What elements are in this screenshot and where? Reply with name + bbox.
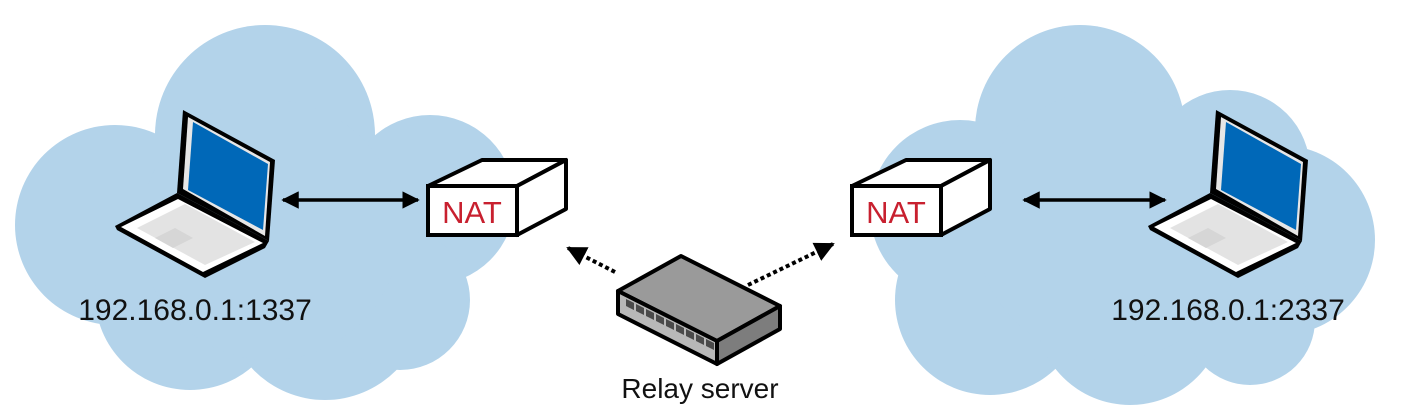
nat-label: NAT	[866, 195, 926, 230]
relay-port	[706, 339, 714, 350]
relay-port	[656, 314, 664, 325]
relay-server-label: Relay server	[621, 373, 778, 404]
relay-port	[626, 299, 634, 310]
relay-port	[636, 304, 644, 315]
left-nat-device: NAT	[426, 158, 568, 237]
relay-port	[646, 309, 654, 320]
relay-port	[696, 334, 704, 345]
relay-port	[686, 329, 694, 340]
relay-to-right-nat-link	[747, 242, 835, 287]
left-host-address: 192.168.0.1:1337	[78, 294, 312, 327]
nat-label: NAT	[442, 195, 502, 230]
relay-server-icon	[616, 254, 782, 366]
relay-port	[666, 319, 674, 330]
right-nat-device: NAT	[850, 158, 992, 237]
relay-ports	[626, 299, 714, 350]
right-host-address: 192.168.0.1:2337	[1111, 294, 1345, 327]
relay-to-left-nat-link	[566, 246, 616, 274]
laptop-icon	[115, 110, 275, 278]
laptop-icon	[1148, 110, 1308, 278]
relay-port	[676, 324, 684, 335]
